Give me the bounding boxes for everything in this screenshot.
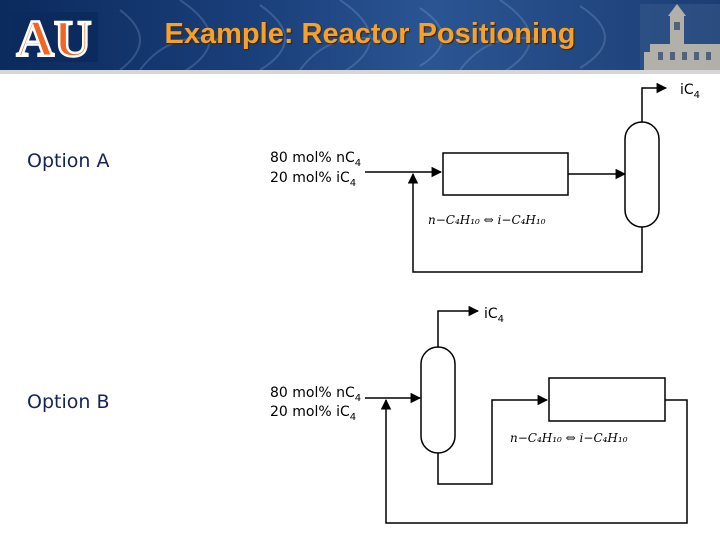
option-a-recycle-line	[407, 172, 643, 273]
option-a-label: Option A	[27, 150, 110, 172]
option-b-product-label: iC4	[484, 306, 504, 325]
option-b-top-product-line	[437, 305, 480, 347]
svg-text:20 mol% iC4: 20 mol% iC4	[270, 170, 356, 189]
option-b-column	[420, 346, 456, 454]
option-b-feed-line2: 20 mol% iC	[270, 404, 350, 420]
page-title: Example: Reactor Positioning	[164, 18, 576, 50]
logo-text: AU	[16, 11, 91, 68]
option-a-reaction: n−C₄H₁₀ ⇔ i−C₄H₁₀	[428, 213, 546, 227]
option-b-feed-sub1: 4	[355, 393, 361, 404]
samford-hall-icon	[640, 4, 720, 74]
option-b-reactor	[548, 377, 666, 422]
option-a-feed-sub1: 4	[355, 158, 361, 169]
option-a-reactor	[442, 152, 569, 196]
option-b-feed-line1: 80 mol% nC	[270, 385, 355, 401]
option-b-column-bottoms-line	[437, 394, 549, 485]
option-a-product-label: iC4	[680, 82, 700, 101]
option-a-top-product-line	[641, 82, 668, 122]
svg-text:80 mol% nC4: 80 mol% nC4	[270, 385, 361, 404]
option-a-product-main: iC	[680, 82, 694, 98]
option-b-label: Option B	[27, 391, 110, 413]
svg-text:20 mol% iC4: 20 mol% iC4	[270, 404, 356, 423]
option-a-column	[624, 121, 660, 228]
option-a-diagram	[365, 82, 668, 273]
option-b-feed-label: 80 mol% nC4 20 mol% iC4	[270, 385, 361, 423]
option-a-feed-line1: 80 mol% nC	[270, 150, 355, 166]
option-a-feed-sub2: 4	[350, 178, 356, 189]
auburn-logo: AU	[10, 10, 98, 69]
option-a-feed-label: 80 mol% nC4 20 mol% iC4	[270, 150, 361, 189]
option-b-product-sub: 4	[498, 314, 504, 325]
option-a-feed-line2: 20 mol% iC	[270, 170, 350, 186]
header-banner: AU Example: Reactor Positioning	[0, 0, 720, 74]
option-b-recycle-line	[380, 398, 688, 524]
option-b-reaction: n−C₄H₁₀ ⇔ i−C₄H₁₀	[510, 431, 628, 445]
option-b-product-main: iC	[484, 306, 498, 322]
option-a-product-sub: 4	[694, 90, 700, 101]
header-divider	[0, 70, 720, 74]
banner-pattern	[119, 0, 606, 74]
option-b-feed-sub2: 4	[350, 412, 356, 423]
svg-text:80 mol% nC4: 80 mol% nC4	[270, 150, 361, 169]
option-b-diagram	[365, 305, 688, 524]
